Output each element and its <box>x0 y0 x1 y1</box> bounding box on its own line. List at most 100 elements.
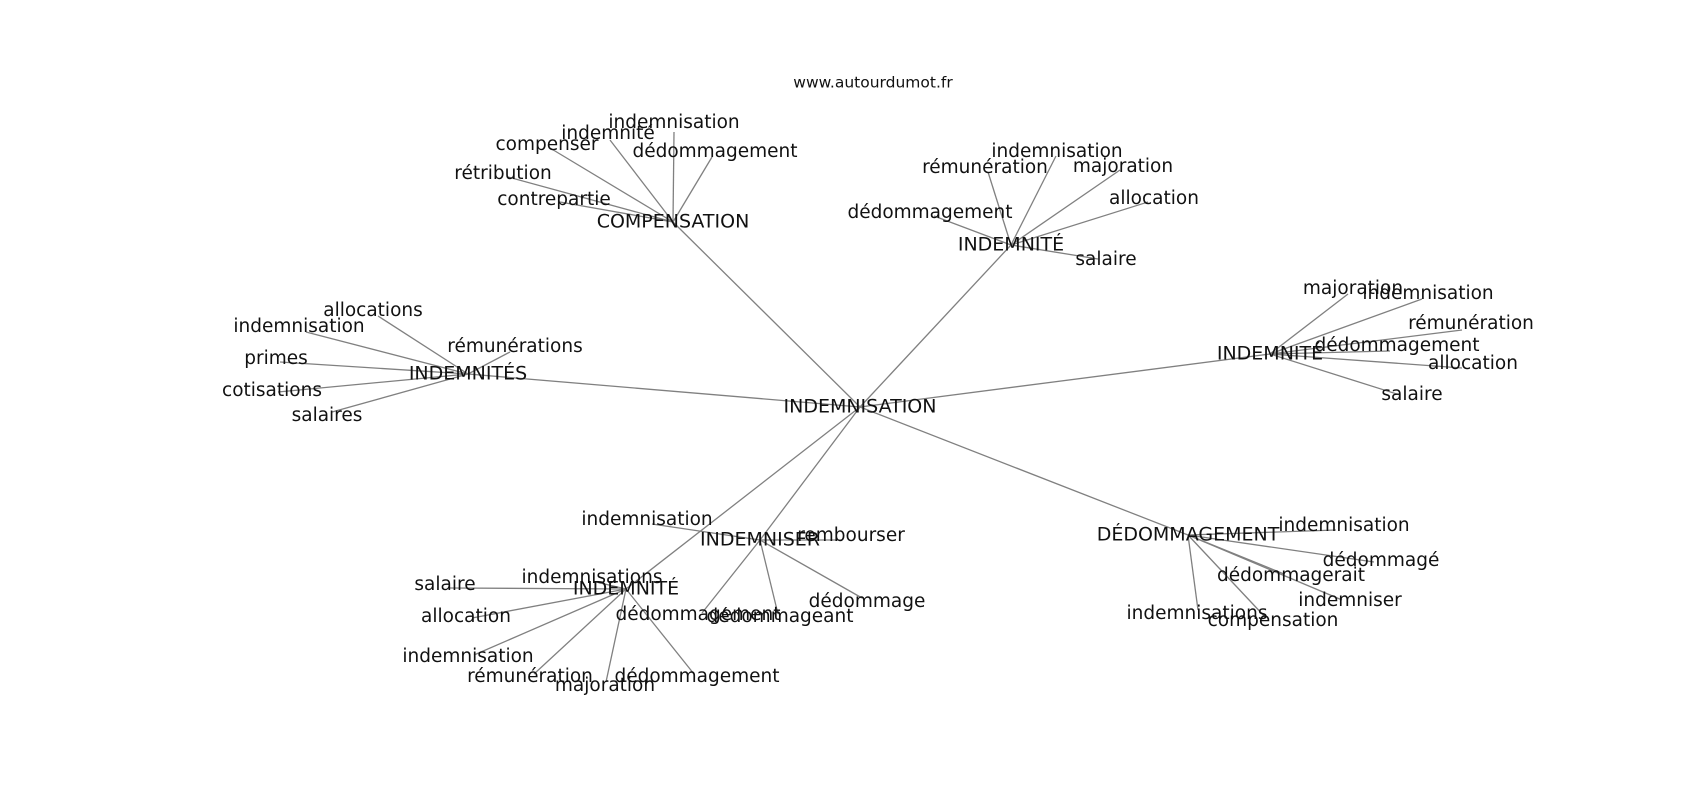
leaf-node-label: compenser <box>496 134 599 155</box>
edge-indemnite-top-1 <box>987 171 1012 246</box>
edge-indemnite-bottom-6 <box>625 588 695 675</box>
edge-indemnite-bottom-2 <box>471 588 627 619</box>
edge-indemnites-3 <box>467 351 511 375</box>
leaf-node-label: indemnisation <box>608 112 739 133</box>
edge-indemnite-right-1 <box>1269 298 1423 355</box>
edge-indemnite-right-0 <box>1269 293 1349 355</box>
leaf-node-label: salaire <box>1075 249 1136 270</box>
leaf-node-label: majoration <box>555 675 655 696</box>
leaf-node-label: contrepartie <box>497 189 611 210</box>
leaf-node-label: indemnisation <box>991 141 1122 162</box>
leaf-node-label: indemnisation <box>233 316 364 337</box>
center-node-label: INDEMNISATION <box>784 396 937 418</box>
leaf-node-label: salaires <box>292 405 363 426</box>
edge-indemniser-2 <box>701 539 761 614</box>
edge-dedommagement-4 <box>1187 534 1199 611</box>
edge-indemnites-4 <box>277 373 469 393</box>
edge-indemnites-2 <box>279 361 469 375</box>
leaf-node-label: dédommagement <box>1314 335 1479 356</box>
leaf-node-label: indemnisation <box>402 646 533 667</box>
edge-indemnite-top-2 <box>1010 169 1121 246</box>
leaf-node-label: cotisations <box>222 380 322 401</box>
edge-compensation-3 <box>672 156 713 223</box>
leaf-node-label: rétribution <box>454 163 552 184</box>
leaf-node-label: indemnisations <box>522 567 663 588</box>
edge-indemnite-bottom-5 <box>605 588 627 683</box>
hub-node-label: DÉDOMMAGEMENT <box>1097 523 1280 546</box>
leaf-node-label: rémunérations <box>447 336 582 357</box>
leaf-node-label: dédommagement <box>847 202 1012 223</box>
leaf-node-label: allocation <box>1109 188 1199 209</box>
edge-center-compensation <box>672 221 861 408</box>
source-url: www.autourdumot.fr <box>793 74 953 92</box>
edge-indemniser-0 <box>651 523 761 541</box>
leaf-node-label: allocation <box>1428 353 1518 374</box>
leaf-node-label: dédommagerait <box>1217 565 1365 586</box>
hub-node-label: INDEMNITÉ <box>958 233 1064 256</box>
leaf-node-label: salaire <box>1381 384 1442 405</box>
edge-dedommagement-0 <box>1187 529 1337 536</box>
leaf-node-label: majoration <box>1073 156 1173 177</box>
leaf-node-label: indemnité <box>561 123 655 144</box>
edge-indemnite-top-4 <box>1010 201 1149 246</box>
edge-indemnites-5 <box>331 373 469 413</box>
edge-indemnites-1 <box>305 331 469 375</box>
edge-compensation-1 <box>609 139 674 223</box>
edge-indemnite-top-0 <box>1010 155 1057 246</box>
hub-node-label: INDEMNISER <box>700 529 820 551</box>
edge-indemnite-bottom-3 <box>473 588 627 656</box>
leaf-node-label: majoration <box>1303 278 1403 299</box>
edge-indemnite-top-5 <box>1010 244 1099 260</box>
edge-compensation-2 <box>549 147 674 223</box>
leaf-node-label: dédommagement <box>615 604 780 625</box>
edge-indemnite-top-3 <box>933 215 1012 246</box>
leaf-node-label: allocations <box>323 300 423 321</box>
leaf-node-label: indemnisation <box>1362 283 1493 304</box>
edge-indemnite-bottom-4 <box>533 588 627 675</box>
leaf-node-label: rémunération <box>467 666 593 687</box>
leaf-node-label: indemnisation <box>1278 515 1409 536</box>
hub-node-label: INDEMNITÉS <box>409 362 527 385</box>
hub-node-label: INDEMNITÉ <box>573 577 679 600</box>
leaf-node-label: dédommageant <box>706 606 853 627</box>
leaf-node-label: dédommagement <box>632 141 797 162</box>
hub-node-label: INDEMNITÉ <box>1217 342 1323 365</box>
leaf-node-label: dédommagement <box>614 666 779 687</box>
leaf-node-label: compensation <box>1208 610 1339 631</box>
edge-indemnites-0 <box>377 315 469 375</box>
leaf-node-label: salaire <box>414 574 475 595</box>
leaf-node-label: dédommage <box>809 591 926 612</box>
leaf-node-label: indemniser <box>1298 590 1402 611</box>
edge-compensation-4 <box>507 176 674 223</box>
edge-indemnite-bottom-0 <box>595 581 627 590</box>
edge-center-indemnite-bottom <box>625 406 861 590</box>
edge-dedommagement-5 <box>1187 534 1267 619</box>
hub-node-label: COMPENSATION <box>597 211 750 233</box>
leaf-node-label: primes <box>244 348 308 369</box>
leaf-node-label: rémunération <box>922 157 1048 178</box>
edge-indemnite-right-5 <box>1269 353 1401 396</box>
edge-center-indemniser <box>759 406 861 541</box>
leaf-node-label: allocation <box>421 606 511 627</box>
edge-compensation-5 <box>559 201 674 223</box>
leaf-node-label: indemnisation <box>581 509 712 530</box>
edge-dedommagement-3 <box>1187 534 1343 601</box>
edge-indemniser-4 <box>759 539 863 599</box>
edge-center-dedommagement <box>859 406 1189 536</box>
graph-edges <box>277 131 1463 683</box>
edge-dedommagement-1 <box>1187 534 1375 563</box>
leaf-node-label: indemnisations <box>1127 603 1268 624</box>
edge-indemnite-right-3 <box>1269 350 1391 355</box>
edge-center-indemnite-top <box>859 244 1012 408</box>
graph-labels: www.autourdumot.fr indemnisationindemnit… <box>222 74 1534 697</box>
edge-indemnite-right-2 <box>1269 329 1463 355</box>
leaf-node-label: rembourser <box>797 525 905 546</box>
edge-compensation-0 <box>672 131 675 223</box>
leaf-node-label: dédommagé <box>1323 550 1440 571</box>
edge-center-indemnite-right <box>859 353 1271 408</box>
edge-indemniser-3 <box>759 539 779 615</box>
edge-indemnite-right-4 <box>1269 353 1463 369</box>
leaf-node-label: rémunération <box>1408 313 1534 334</box>
edge-indemnite-bottom-1 <box>449 587 627 590</box>
